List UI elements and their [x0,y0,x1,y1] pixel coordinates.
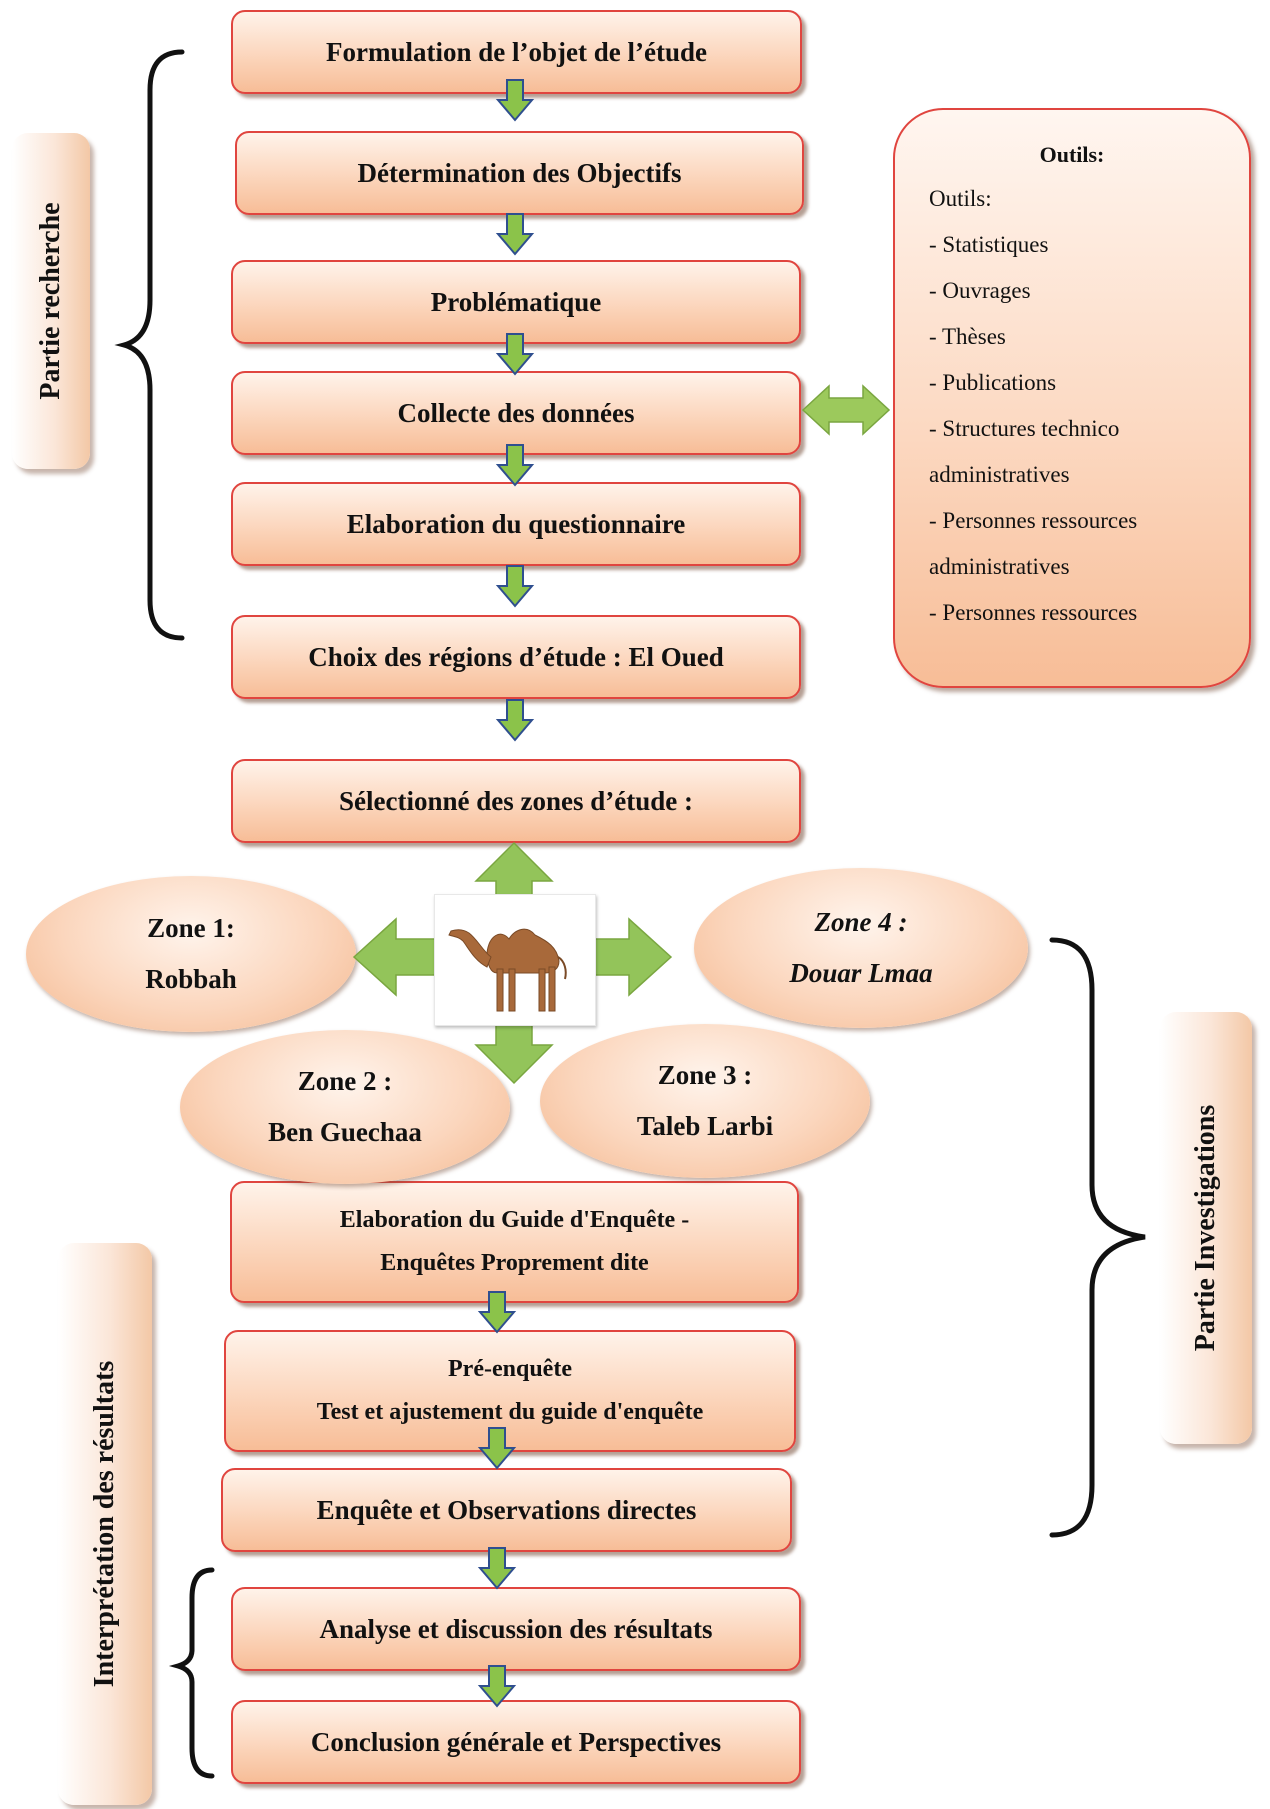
down-arrow [495,699,535,742]
zone-1-label: Zone 1: [147,912,235,943]
section-interpretation-resultats: Interprétation des résultats [58,1243,152,1805]
outils-line: administratives [929,462,1070,487]
step-selection-zones: Sélectionné des zones d’étude : [231,759,801,843]
outils-line: administratives [929,554,1070,579]
arrow-down [474,1024,554,1085]
down-arrow [477,1427,517,1470]
zone-3-label: Zone 3 : [657,1059,753,1090]
brace-recherche [114,49,185,641]
arrow-right [592,917,673,997]
step-conclusion: Conclusion générale et Perspectives [231,1700,801,1784]
arrow-left [352,917,437,997]
zone-2-oval: Zone 2 : Ben Guechaa [180,1030,510,1184]
outils-line: - Publications [929,370,1057,395]
outils-box: Outils: Outils: - Statistiques - Ouvrage… [893,108,1251,688]
outils-line: - Personnes ressources [929,600,1138,625]
zone-2-label: Zone 2 : [297,1065,393,1096]
step-choix-regions: Choix des régions d’étude : El Oued [231,615,801,699]
down-arrow [495,79,535,122]
step-observations: Enquête et Observations directes [221,1468,792,1552]
down-arrow [495,565,535,608]
down-arrow [477,1291,517,1334]
step-collecte: Collecte des données [231,371,801,455]
brace-investigations [1049,937,1146,1538]
down-arrow [477,1665,517,1708]
section-partie-investigations: Partie Investigations [1160,1012,1252,1444]
outils-line: Outils: [929,186,992,211]
outils-title: Outils: [1039,142,1105,167]
zone-4-label: Zone 4 : [814,906,908,937]
outils-line: - Ouvrages [929,278,1031,303]
double-arrow-outils [801,384,891,436]
outils-line: - Statistiques [929,232,1049,257]
outils-line: - Thèses [929,324,1006,349]
down-arrow [495,333,535,376]
step-problematique: Problématique [231,260,801,344]
brace-interpretation [168,1567,215,1779]
outils-line: - Structures technico [929,416,1120,441]
section-partie-recherche: Partie recherche [12,133,90,469]
step-guide-enquete: Elaboration du Guide d'Enquête - Enquête… [230,1181,799,1303]
down-arrow [495,444,535,487]
zone-3-name: Taleb Larbi [636,1111,774,1141]
zone-2-name: Ben Guechaa [268,1117,422,1147]
camel-icon [448,928,567,1012]
flow-arrows [477,79,535,1708]
down-arrow [495,213,535,256]
down-arrow [477,1547,517,1590]
step-questionnaire: Elaboration du questionnaire [231,482,801,566]
zone-4-name: Douar Lmaa [789,958,933,988]
camel-picture [434,894,596,1026]
outils-line: - Personnes ressources [929,508,1138,533]
step-analyse: Analyse et discussion des résultats [231,1587,801,1671]
zone-4-oval: Zone 4 : Douar Lmaa [694,868,1028,1028]
zone-1-name: Robbah [145,964,237,994]
zone-1-oval: Zone 1: Robbah [26,876,356,1032]
arrow-up [474,841,554,902]
zone-3-oval: Zone 3 : Taleb Larbi [540,1024,870,1178]
